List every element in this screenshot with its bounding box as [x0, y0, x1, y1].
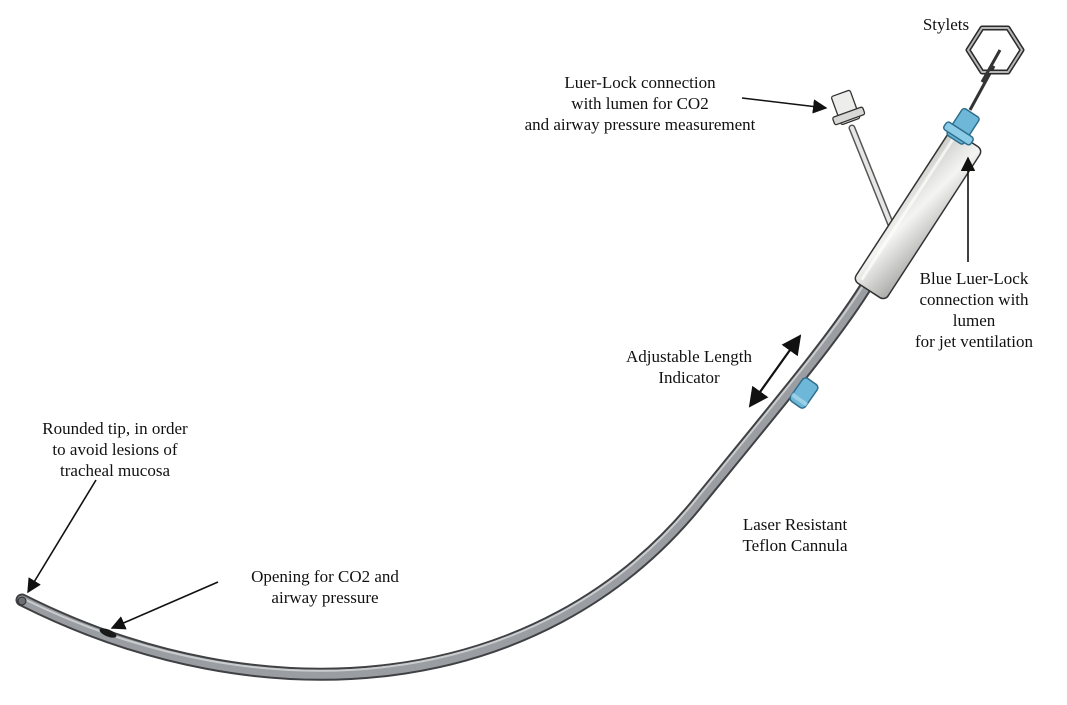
label-rounded-tip: Rounded tip, in order to avoid lesions o… — [42, 419, 188, 480]
label-luer-lock: Luer-Lock connection with lumen for CO2 … — [524, 73, 756, 134]
label-blue-luer-lock: Blue Luer-Lock connection with lumen for… — [914, 269, 1034, 351]
arrow-opening — [110, 581, 219, 630]
blue-luer-lock — [942, 107, 980, 146]
co2-opening — [99, 628, 117, 638]
label-adjustable-length: Adjustable Length Indicator — [625, 347, 753, 387]
arrow-rounded-tip — [27, 479, 97, 594]
label-opening: Opening for CO2 and airway pressure — [251, 567, 399, 607]
teflon-cannula — [15, 273, 877, 681]
stylet-icon — [965, 25, 1025, 111]
side-lumen — [848, 124, 897, 234]
arrow-adjustable-length — [748, 334, 802, 408]
luer-lock-connector — [830, 89, 866, 126]
label-stylets: Stylets — [922, 15, 970, 34]
label-laser-resistant: Laser Resistant Teflon Cannula — [742, 515, 848, 555]
rounded-tip — [17, 596, 27, 606]
arrow-luer-lock — [741, 97, 828, 114]
